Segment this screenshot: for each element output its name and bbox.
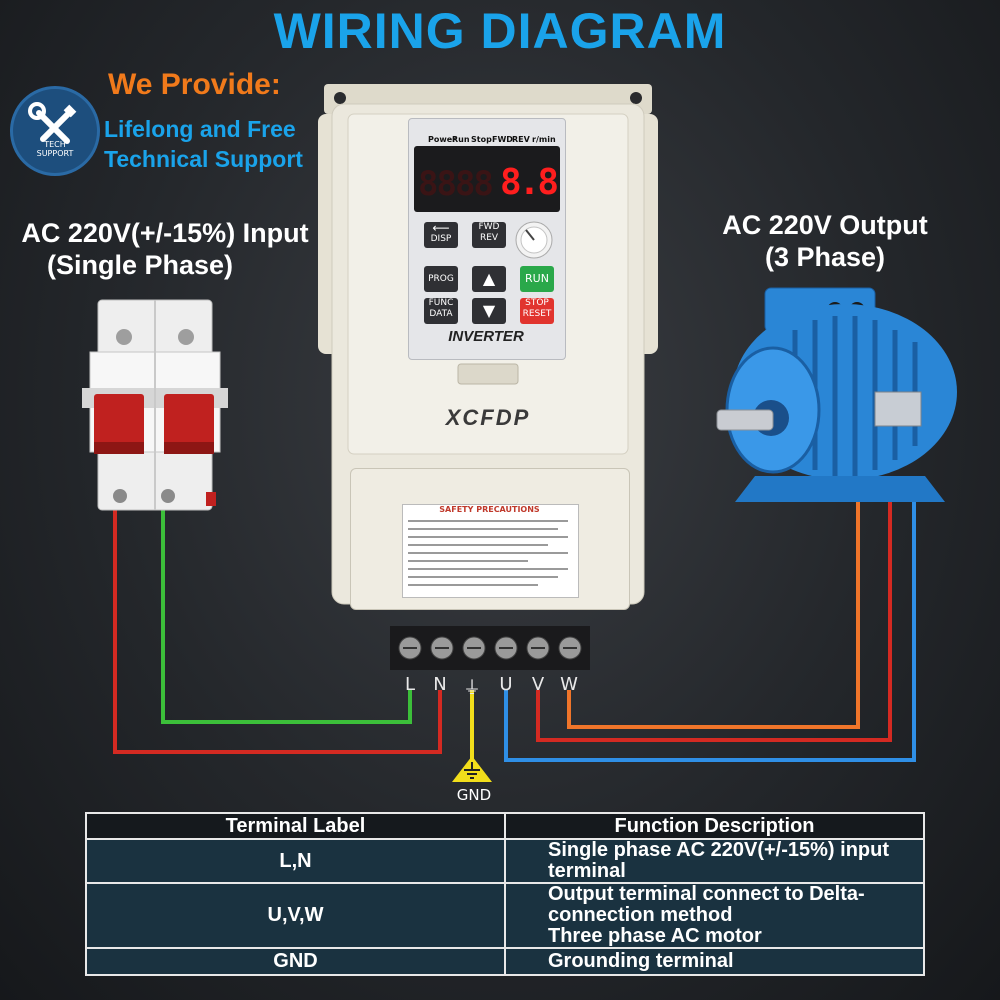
indicator-power: Power [428,135,457,144]
page-title: WIRING DIAGRAM [273,3,727,59]
input-label-line-1: AC 220V(+/-15%) Input [21,218,309,248]
indicator-fwd: FWD [492,135,513,144]
terminal-u: U [499,674,513,695]
func-key-label: FUNC [428,298,454,308]
brand-logo: XCFDP [445,405,531,430]
terminal-ground: ⏚ [463,678,481,699]
disp-key[interactable]: ⟵ DISP [424,222,458,248]
inverter-label: INVERTER [448,328,524,345]
terminal-function-table: Terminal Label Function Description L,N … [85,812,925,976]
reset-key-label: RESET [522,309,552,319]
row-description-line: Three phase AC motor [548,925,762,947]
wrench-screwdriver-icon [28,102,77,144]
row-label: GND [85,947,506,976]
header-terminal-label: Terminal Label [85,812,506,840]
circuit-breaker [82,299,228,511]
badge-line-2: SUPPORT [36,149,74,158]
safety-text-line [408,584,538,586]
indicator-stop: Stop [471,135,492,144]
row-description-line: Grounding terminal [548,950,734,972]
input-label-line-2: (Single Phase) [46,250,234,280]
terminal-n: N [433,674,447,695]
safety-text-line [408,568,568,570]
promo-line-1: Lifelong and Free [104,116,296,142]
stop-key-label: STOP [525,298,549,308]
terminal-block [390,626,590,670]
promo-line-2: Technical Support [104,146,303,172]
up-arrow-icon: ▲ [482,269,496,288]
tech-support-badge [10,86,100,176]
func-data-key[interactable]: FUNC DATA [424,298,458,324]
table-header-row: Terminal Label Function Description [85,812,925,840]
safety-text-line [408,528,558,530]
row-description-line: Output terminal connect to Delta-connect… [548,883,865,926]
row-description: Output terminal connect to Delta-connect… [504,882,925,949]
output-label-line-1: AC 220V Output [722,210,928,240]
table-row: L,N Single phase AC 220V(+/-15%) input t… [85,838,925,884]
row-label: U,V,W [85,882,506,949]
terminal-w: W [560,674,578,695]
speed-knob[interactable] [514,220,554,260]
stop-reset-key[interactable]: STOP RESET [520,298,554,324]
indicator-rmin: r/min [532,135,556,144]
three-phase-motor [716,287,957,502]
promo-headline: We Provide: [108,68,281,101]
row-label: L,N [85,838,506,884]
terminal-l: L [404,674,416,695]
output-label-line-2: (3 Phase) [764,242,886,272]
table-row: U,V,W Output terminal connect to Delta-c… [85,882,925,949]
run-key[interactable]: RUN [520,266,554,292]
badge-text: TECH SUPPORT [10,140,100,158]
down-arrow-icon: ▼ [482,301,496,320]
safety-label [402,504,579,598]
safety-text-line [408,576,558,578]
safety-text-line [408,520,568,522]
display-lit-digits: 8.8 [500,162,559,203]
ground-symbol [452,756,492,782]
safety-text-line [408,544,548,546]
down-arrow-key[interactable]: ▼ [472,298,506,324]
disp-key-label: DISP [430,234,452,244]
badge-line-1: TECH [44,140,66,149]
left-arrow-icon: ⟵ [432,221,450,235]
safety-text-line [408,552,568,554]
prog-key[interactable]: PROG [424,266,458,292]
fwd-key-label: FWD [478,222,500,232]
fwd-rev-key[interactable]: FWD REV [472,222,506,248]
safety-text-line [408,536,568,538]
data-key-label: DATA [429,309,453,319]
header-function-description: Function Description [504,812,925,840]
safety-title: SAFETY PRECAUTIONS [439,505,540,514]
indicator-rev: REV [512,135,530,144]
safety-text-line [408,560,528,562]
up-arrow-key[interactable]: ▲ [472,266,506,292]
row-description: Grounding terminal [504,947,925,976]
row-description-line: Single phase AC 220V(+/-15%) input termi… [548,839,890,882]
indicator-run: Run [452,135,470,144]
display-dim-digits: 8888 [418,164,494,204]
table-row: GND Grounding terminal [85,947,925,976]
rev-key-label: REV [479,233,499,243]
led-display [414,146,560,212]
row-description: Single phase AC 220V(+/-15%) input termi… [504,838,925,884]
terminal-v: V [531,674,545,695]
gnd-label: GND [456,786,492,804]
